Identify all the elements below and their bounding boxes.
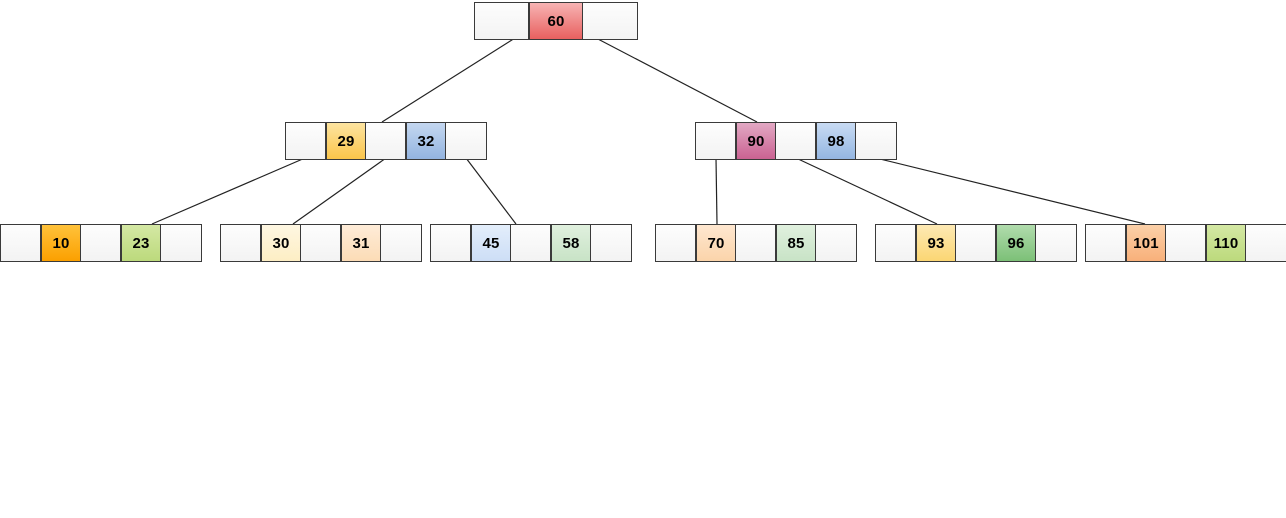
btree-pointer-cell[interactable]: [366, 123, 406, 159]
btree-node-leaf-6[interactable]: 101 110: [1085, 224, 1286, 262]
btree-key-cell[interactable]: 98: [816, 123, 856, 159]
tree-edge: [595, 37, 758, 123]
btree-node-internal-left[interactable]: 29 32: [285, 122, 487, 160]
tree-edge: [715, 157, 718, 225]
btree-pointer-cell[interactable]: [431, 225, 471, 261]
btree-key-cell[interactable]: 58: [551, 225, 591, 261]
btree-pointer-cell[interactable]: [583, 3, 637, 39]
btree-pointer-cell[interactable]: [816, 225, 856, 261]
tree-edge: [381, 37, 516, 123]
btree-key-cell[interactable]: 31: [341, 225, 381, 261]
btree-pointer-cell[interactable]: [286, 123, 326, 159]
btree-pointer-cell[interactable]: [956, 225, 996, 261]
btree-key-cell[interactable]: 32: [406, 123, 446, 159]
btree-node-leaf-1[interactable]: 10 23: [0, 224, 202, 262]
btree-pointer-cell[interactable]: [161, 225, 201, 261]
btree-pointer-cell[interactable]: [776, 123, 816, 159]
btree-key-cell[interactable]: 30: [261, 225, 301, 261]
btree-node-root[interactable]: 60: [474, 2, 638, 40]
btree-key-cell[interactable]: 101: [1126, 225, 1166, 261]
btree-node-leaf-3[interactable]: 45 58: [430, 224, 632, 262]
btree-node-leaf-2[interactable]: 30 31: [220, 224, 422, 262]
tree-edge: [465, 157, 517, 225]
btree-pointer-cell[interactable]: [696, 123, 736, 159]
btree-node-leaf-5[interactable]: 93 96: [875, 224, 1077, 262]
btree-pointer-cell[interactable]: [1246, 225, 1286, 261]
btree-key-cell[interactable]: 70: [696, 225, 736, 261]
btree-pointer-cell[interactable]: [381, 225, 421, 261]
btree-pointer-cell[interactable]: [1036, 225, 1076, 261]
btree-node-leaf-4[interactable]: 70 85: [655, 224, 857, 262]
btree-pointer-cell[interactable]: [736, 225, 776, 261]
tree-edge: [875, 157, 1146, 225]
tree-edge: [151, 157, 306, 225]
btree-pointer-cell[interactable]: [511, 225, 551, 261]
btree-key-cell[interactable]: 60: [529, 3, 583, 39]
btree-pointer-cell[interactable]: [81, 225, 121, 261]
btree-key-cell[interactable]: 93: [916, 225, 956, 261]
btree-key-cell[interactable]: 110: [1206, 225, 1246, 261]
btree-key-cell[interactable]: 29: [326, 123, 366, 159]
btree-pointer-cell[interactable]: [1086, 225, 1126, 261]
btree-pointer-cell[interactable]: [876, 225, 916, 261]
btree-pointer-cell[interactable]: [856, 123, 896, 159]
btree-key-cell[interactable]: 85: [776, 225, 816, 261]
btree-pointer-cell[interactable]: [221, 225, 261, 261]
btree-key-cell[interactable]: 90: [736, 123, 776, 159]
btree-key-cell[interactable]: 23: [121, 225, 161, 261]
btree-pointer-cell[interactable]: [1, 225, 41, 261]
btree-key-cell[interactable]: 96: [996, 225, 1036, 261]
btree-key-cell[interactable]: 45: [471, 225, 511, 261]
tree-edge: [795, 157, 938, 225]
btree-pointer-cell[interactable]: [475, 3, 529, 39]
btree-node-internal-right[interactable]: 90 98: [695, 122, 897, 160]
btree-pointer-cell[interactable]: [301, 225, 341, 261]
btree-pointer-cell[interactable]: [656, 225, 696, 261]
btree-pointer-cell[interactable]: [1166, 225, 1206, 261]
btree-pointer-cell[interactable]: [591, 225, 631, 261]
tree-edge: [292, 157, 387, 225]
btree-pointer-cell[interactable]: [446, 123, 486, 159]
btree-key-cell[interactable]: 10: [41, 225, 81, 261]
